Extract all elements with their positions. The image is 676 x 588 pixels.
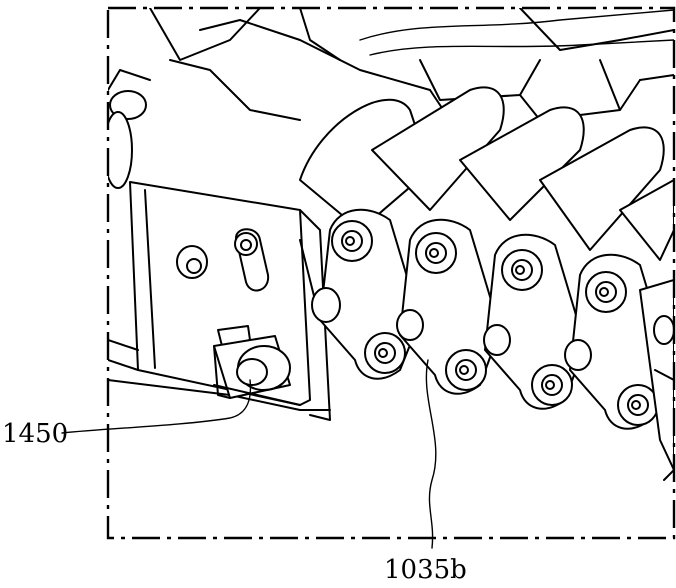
leader-1035b <box>425 359 437 549</box>
mechanism-detail <box>108 8 674 481</box>
leader-1450 <box>61 379 252 434</box>
label-1035b: 1035b <box>384 555 467 585</box>
right-plate <box>639 279 674 481</box>
bracket-1450 <box>213 325 301 406</box>
detail-frame <box>106 6 676 540</box>
upper-housing <box>108 8 674 189</box>
link-plate-1 <box>299 208 421 380</box>
link-plate-3 <box>483 233 586 410</box>
roller-row <box>299 86 674 261</box>
side-plate <box>108 181 331 421</box>
label-1450: 1450 <box>2 419 68 449</box>
link-plate-2 <box>396 218 501 395</box>
